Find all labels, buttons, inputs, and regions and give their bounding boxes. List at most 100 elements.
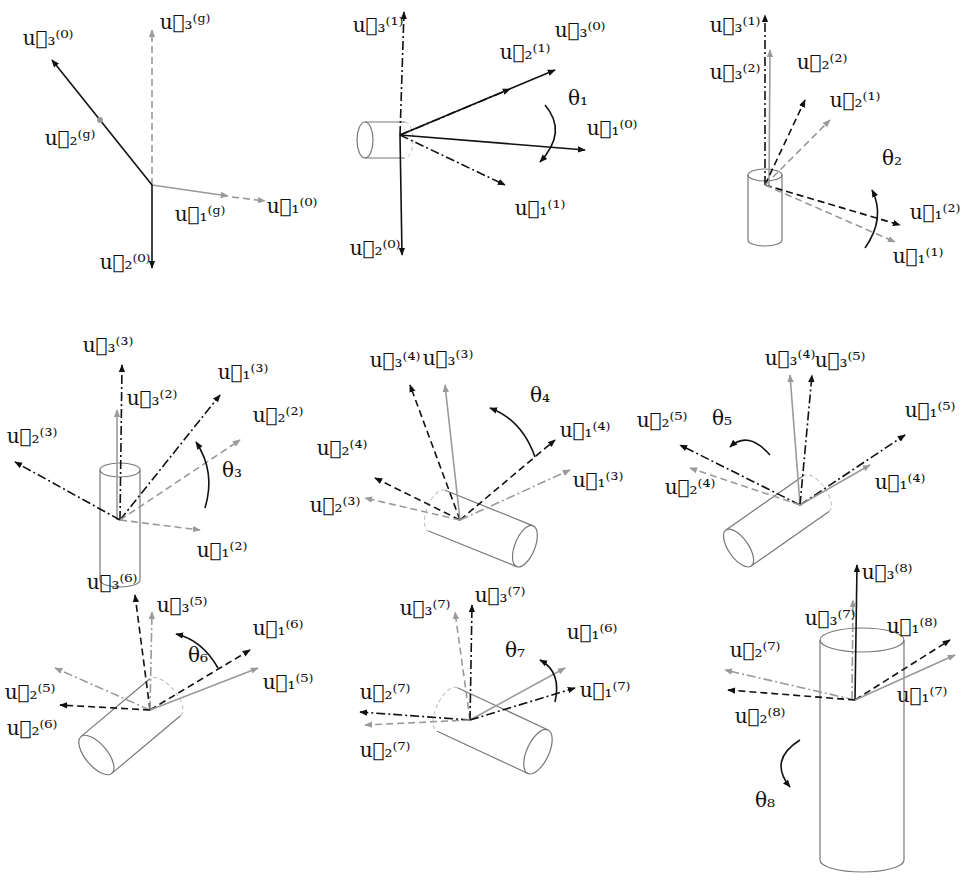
frame-axes — [765, 185, 895, 242]
joint-cylinder — [357, 122, 373, 158]
frame-axes — [97, 117, 103, 123]
joint-cylinder — [748, 240, 782, 246]
joint-cylinder — [73, 730, 121, 781]
frame-axes — [765, 15, 900, 248]
frame-axes — [400, 70, 555, 135]
frame-axes — [135, 595, 150, 710]
frame-axes — [765, 120, 830, 185]
axis-label: u⃗₃⁽⁵⁾ — [157, 594, 208, 617]
axis-label: u⃗₂⁽⁵⁾ — [637, 409, 688, 432]
axis-label: u⃗₃⁽⁸⁾ — [862, 561, 913, 584]
frame-axes — [196, 442, 209, 508]
axis-label: u⃗₁⁽⁰⁾ — [587, 117, 638, 140]
axis-label: u⃗₃⁽⁰⁾ — [23, 27, 74, 50]
frame-axes — [120, 365, 122, 520]
frame-axes — [150, 612, 152, 710]
frame-axes — [55, 595, 258, 710]
frame-axes — [855, 565, 857, 700]
frame-axes — [728, 690, 855, 700]
axis-label: u⃗₁⁽³⁾ — [573, 469, 624, 492]
frame-axes — [540, 105, 555, 162]
frame-axes — [176, 634, 218, 668]
axis-label: u⃗₂⁽⁷⁾ — [730, 639, 781, 662]
angle-label: θ₅ — [712, 407, 732, 430]
joint-cylinder — [518, 725, 558, 778]
axis-label: u⃗₂⁽⁰⁾ — [100, 251, 151, 274]
angle-label: θ₂ — [882, 147, 902, 170]
axis-label: u⃗₁⁽⁴⁾ — [560, 419, 611, 442]
frame-axes — [455, 612, 470, 720]
frame-axes — [232, 197, 265, 201]
frame-axes — [55, 668, 150, 710]
axis-label: u⃗₂⁽⁰⁾ — [350, 237, 401, 260]
frame-axes — [365, 498, 460, 520]
frame-axes — [470, 668, 565, 720]
frame-axes — [120, 520, 200, 530]
joint-cylinder — [150, 672, 189, 716]
frame-axes — [360, 712, 470, 720]
joint-cylinder — [365, 121, 405, 122]
frame-axes — [470, 688, 575, 720]
frame-axes — [15, 462, 120, 520]
joint-cylinder — [718, 470, 837, 572]
axis-label: u⃗₂⁽⁷⁾ — [360, 739, 411, 762]
joint-cylinder — [99, 470, 100, 580]
axis-label: u⃗₂⁽²⁾ — [253, 404, 304, 427]
joint-cylinder — [747, 175, 748, 240]
axis-label: u⃗₁⁽ᵍ⁾ — [175, 203, 226, 226]
axis-label: u⃗₁⁽¹⁾ — [893, 245, 944, 268]
axis-label: u⃗₁⁽⁸⁾ — [887, 615, 938, 638]
axis-label: u⃗₃⁽⁰⁾ — [555, 19, 606, 42]
axis-label: u⃗₂⁽⁸⁾ — [735, 705, 786, 728]
frame-axes — [116, 410, 118, 520]
frame-axes — [460, 470, 570, 520]
frame-axes — [764, 15, 766, 185]
joint-cylinder — [73, 672, 190, 781]
frame-axes — [151, 30, 153, 185]
axis-label: u⃗₁⁽⁵⁾ — [263, 671, 314, 694]
joint-cylinder — [419, 486, 542, 570]
joint-cylinder — [820, 628, 904, 872]
axis-label: u⃗₃⁽⁶⁾ — [87, 571, 138, 594]
angle-label: θ₈ — [755, 789, 775, 812]
axis-label: u⃗₃⁽³⁾ — [423, 347, 474, 370]
frame-axes — [730, 440, 770, 455]
axis-label: u⃗₂⁽¹⁾ — [830, 89, 881, 112]
frame-axes — [800, 375, 812, 505]
frame-axes — [60, 705, 150, 710]
joint-cylinder — [112, 716, 181, 774]
joint-cylinder — [357, 122, 413, 158]
axis-label: u⃗₃⁽⁷⁾ — [805, 607, 856, 630]
joint-cylinder — [139, 470, 140, 580]
axis-label: u⃗₁⁽⁵⁾ — [905, 399, 956, 422]
axis-label: u⃗₂⁽⁵⁾ — [5, 681, 56, 704]
joint-cylinder — [427, 683, 558, 778]
angle-label: θ₆ — [188, 644, 208, 667]
axis-label: u⃗₂⁽³⁾ — [310, 494, 361, 517]
joint-cylinder — [781, 175, 782, 240]
frame-axes — [445, 385, 460, 520]
axis-label: u⃗₂⁽⁴⁾ — [317, 437, 368, 460]
frame-axes — [150, 668, 258, 710]
axis-label: u⃗₃⁽⁵⁾ — [815, 349, 866, 372]
frame-axes — [781, 740, 800, 787]
joint-cylinder — [507, 522, 542, 570]
frame-axes — [540, 660, 557, 702]
joint-cylinder — [419, 486, 445, 531]
joint-cylinder — [365, 157, 405, 158]
frame-axes — [400, 135, 505, 185]
axis-label: u⃗₃⁽⁷⁾ — [400, 597, 451, 620]
axis-label: u⃗₃⁽²⁾ — [710, 61, 761, 84]
frame-axes — [120, 395, 220, 520]
frame-axes — [360, 605, 575, 725]
frame-axes — [460, 440, 555, 520]
axis-label: u⃗₁⁽⁷⁾ — [897, 684, 948, 707]
axis-label: u⃗₁⁽⁰⁾ — [267, 195, 318, 218]
frame-axes — [375, 478, 460, 520]
frame-axes — [152, 185, 228, 196]
axis-label: u⃗₂⁽⁶⁾ — [7, 717, 58, 740]
frame-axes — [365, 720, 470, 725]
